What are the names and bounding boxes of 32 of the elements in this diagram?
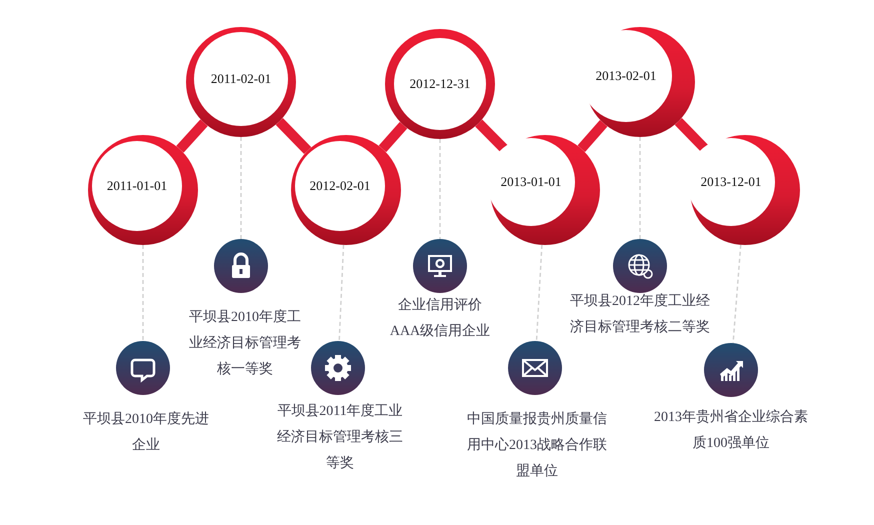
dashed-line <box>439 139 441 239</box>
envelope-icon <box>508 341 562 395</box>
caption-text: 2013年贵州省企业综合素质100强单位 <box>653 408 809 453</box>
chat-bubble-icon <box>116 341 170 395</box>
caption-text: 平坝县2010年度先进企业 <box>82 410 210 455</box>
dashed-line <box>639 137 641 239</box>
monitor-icon <box>413 239 467 293</box>
dashed-line <box>732 244 742 344</box>
date-circle: 2012-02-01 <box>291 135 401 245</box>
gear-icon <box>311 341 365 395</box>
date-circle: 2013-01-01 <box>490 135 600 245</box>
connector-bar <box>276 118 312 154</box>
connector-bar <box>176 119 208 153</box>
dashed-line <box>240 137 242 239</box>
padlock-icon <box>214 239 268 293</box>
dashed-line <box>142 245 144 341</box>
dashed-line <box>338 244 344 342</box>
date-circle: 2012-12-31 <box>385 29 495 139</box>
globe-icon <box>613 239 667 293</box>
date-circle: 2013-02-01 <box>585 27 695 137</box>
date-circle: 2013-12-01 <box>690 135 800 245</box>
caption-text: 中国质量报贵州质量信用中心2013战略合作联盟单位 <box>466 410 608 481</box>
date-circle: 2011-01-01 <box>88 135 198 245</box>
connector-bar <box>578 120 608 152</box>
date-circle: 2011-02-01 <box>186 27 296 137</box>
caption-text: 企业信用评价AAA级信用企业 <box>388 296 492 341</box>
caption-text: 平坝县2011年度工业经济目标管理考核三等奖 <box>276 402 404 473</box>
caption-text: 平坝县2010年度工业经济目标管理考核一等奖 <box>188 308 302 379</box>
chart-icon <box>704 343 758 397</box>
caption-text: 平坝县2012年度工业经济目标管理考核二等奖 <box>569 292 711 337</box>
connector-bar <box>378 122 408 152</box>
dashed-line <box>536 244 543 342</box>
